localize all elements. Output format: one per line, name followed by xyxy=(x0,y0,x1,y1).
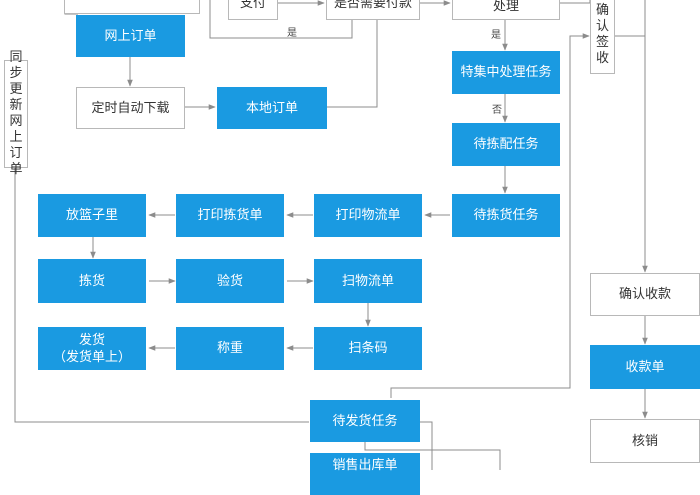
node-write-off: 核销 xyxy=(590,419,700,463)
ship-sub-label: （发货单上） xyxy=(52,349,131,365)
edge-pendingship-out xyxy=(420,421,433,470)
edge-ship-to-right xyxy=(390,33,590,398)
node-inspect: 验货 xyxy=(176,259,284,303)
edge-bottom-right xyxy=(364,440,501,470)
node-weigh: 称重 xyxy=(176,327,284,370)
node-ship: 发货 （发货单上） xyxy=(38,327,146,370)
node-pending-pick: 待拣货任务 xyxy=(452,194,560,237)
label-no: 否 xyxy=(492,105,502,116)
confirm-sign-label: 确认签收 xyxy=(596,3,610,66)
label-yes-2: 是 xyxy=(491,30,501,41)
node-auto-download: 定时自动下载 xyxy=(76,87,185,129)
node-top-left-box xyxy=(64,0,200,14)
node-need-pay: 是否需要付款 xyxy=(326,0,420,20)
node-process: 处理 xyxy=(452,0,560,20)
node-confirm-sign: 确认签收 xyxy=(590,0,615,74)
edge-pay-loop xyxy=(209,0,353,39)
connector-layer xyxy=(14,0,648,470)
ship-label: 发货 xyxy=(78,332,105,348)
flowchart: 支付 是否需要付款 处理 是 是 否 网上订单 定时自动下载 本地订单 同步更新… xyxy=(4,0,700,495)
node-receipt: 收款单 xyxy=(590,345,700,389)
node-online-order: 网上订单 xyxy=(76,15,185,57)
edge-local-up xyxy=(327,20,378,108)
label-yes-1: 是 xyxy=(287,28,297,39)
node-scan-logistics: 扫物流单 xyxy=(314,259,422,303)
edge-process-to-right xyxy=(560,0,591,4)
edge-pendingship-to-sync xyxy=(14,168,309,423)
node-sales-out: 销售出库单 xyxy=(310,453,420,495)
node-pending-ship: 待发货任务 xyxy=(310,400,420,442)
node-basket: 放篮子里 xyxy=(38,194,146,237)
node-special-task: 特集中处理任务 xyxy=(452,51,560,94)
node-pick: 拣货 xyxy=(38,259,146,303)
node-pay: 支付 xyxy=(228,0,278,20)
node-print-pick: 打印拣货单 xyxy=(176,194,284,237)
node-local-order: 本地订单 xyxy=(217,87,327,129)
node-sync-online: 同步更新网上订单 xyxy=(4,50,28,177)
node-pending-match: 待拣配任务 xyxy=(452,123,560,166)
node-print-logistics: 打印物流单 xyxy=(314,194,422,237)
node-confirm-receive: 确认收款 xyxy=(590,273,700,316)
sync-label: 同步更新网上订单 xyxy=(9,50,23,177)
node-scan-barcode: 扫条码 xyxy=(314,327,422,370)
